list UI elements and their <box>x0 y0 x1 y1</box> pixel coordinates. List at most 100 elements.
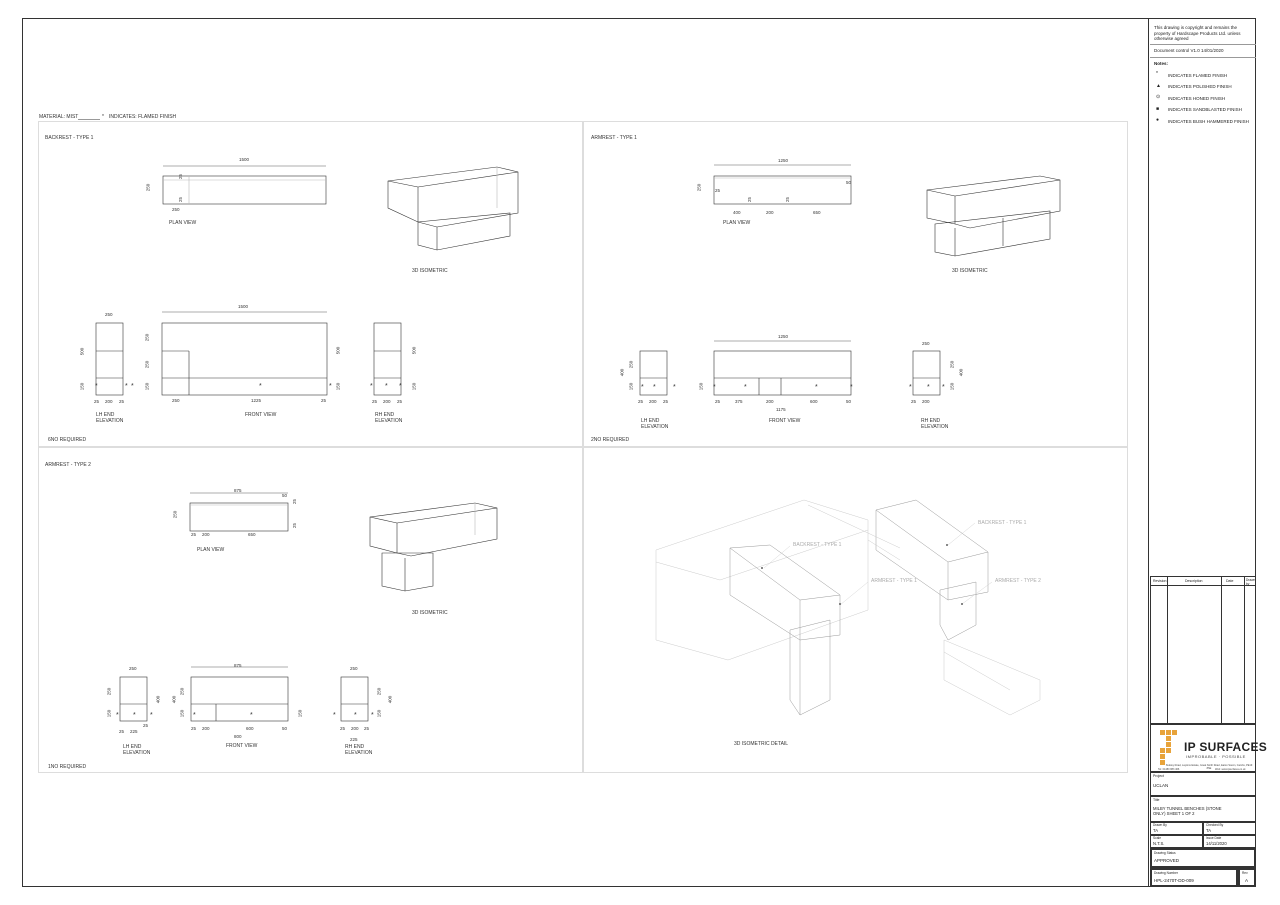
dim: 25 <box>715 399 721 404</box>
note-symbol-icon: ⊙ <box>1156 94 1161 100</box>
dim: 650 <box>248 532 256 537</box>
issue-date-value: 14/11/2020 <box>1206 841 1227 846</box>
dim: 25 <box>397 399 403 404</box>
dim: 150 <box>698 382 704 391</box>
dim: 200 <box>649 399 657 404</box>
note-symbol-icon: * <box>1156 71 1158 77</box>
armrest2-lh-end-label: LH END ELEVATION <box>123 744 151 756</box>
dim: 50 <box>282 493 288 498</box>
title-cell: Title MILBY TUNNEL BENCHES (STONE ONLY) … <box>1150 796 1256 822</box>
dim: 200 <box>766 399 774 404</box>
flamed-asterisk-icon: * <box>259 383 262 390</box>
drawing-status-label: Drawing Status <box>1154 851 1176 855</box>
armrest2-title: ARMREST - TYPE 2 <box>45 462 91 468</box>
armrest2-front-view-label: FRONT VIEW <box>226 743 258 749</box>
note-item: INDICATES FLAMED FINISH <box>1168 72 1228 78</box>
dim: 250 <box>172 510 178 519</box>
dim: 25 <box>292 522 298 529</box>
note-item: INDICATES HONED FINISH <box>1168 95 1226 101</box>
divider <box>1150 57 1256 58</box>
rev-cell: Rev A <box>1238 868 1256 887</box>
dim: 875 <box>234 663 242 668</box>
dim: 50 <box>846 180 852 185</box>
rev-header-description: Description <box>1185 579 1203 583</box>
backrest-lh-end-label: LH END ELEVATION <box>96 412 124 424</box>
flamed-asterisk-icon: * <box>131 383 134 390</box>
dim: 25 <box>911 399 917 404</box>
backrest-title: BACKREST - TYPE 1 <box>45 135 94 141</box>
dim: 400 <box>733 210 741 215</box>
flamed-asterisk-icon: * <box>250 712 253 719</box>
dim: 200 <box>766 210 774 215</box>
iso-detail-title: 3D ISOMETRIC DETAIL <box>734 741 789 747</box>
flamed-asterisk-icon: * <box>909 384 912 391</box>
dim: 25 <box>119 729 125 734</box>
note-item: INDICATES POLISHED FINISH <box>1168 84 1232 89</box>
dim: 500 <box>79 347 85 356</box>
scale-label: Scale <box>1153 836 1161 840</box>
title-block <box>1148 18 1256 887</box>
dim: 1500 <box>239 157 250 162</box>
flamed-asterisk-icon: * <box>641 384 644 391</box>
dim: 200 <box>351 726 359 731</box>
note-symbol-icon: ■ <box>1156 105 1160 112</box>
armrest1-required: 2NO REQUIRED <box>591 437 630 443</box>
flamed-asterisk-icon: * <box>371 712 374 719</box>
flamed-asterisk-icon: * <box>354 712 357 719</box>
dim: 250 <box>105 312 113 317</box>
scale-cell: Scale N.T.S. <box>1150 835 1203 848</box>
dim: 250 <box>172 398 180 403</box>
flamed-asterisk-icon: * <box>95 383 98 390</box>
flamed-asterisk-icon: * <box>927 384 930 391</box>
dim: 200 <box>922 399 930 404</box>
logo-tel: Tel: 01480 883 466 <box>1158 768 1180 771</box>
title-value: MILBY TUNNEL BENCHES (STONE ONLY) SHEET … <box>1153 806 1222 816</box>
dim: 25 <box>119 399 125 404</box>
backrest-iso-label: 3D ISOMETRIC <box>412 268 448 274</box>
project-cell: Project UCLAN <box>1150 772 1256 796</box>
flamed-asterisk-icon: * <box>370 383 373 390</box>
dim: 250 <box>106 687 112 696</box>
flamed-asterisk-icon: * <box>942 384 945 391</box>
dim: 250 <box>179 687 185 696</box>
panel-iso-detail <box>583 447 1128 773</box>
dim: 200 <box>202 532 210 537</box>
issue-date-cell: Issue Date 14/11/2020 <box>1203 835 1256 848</box>
dim: 250 <box>949 360 955 369</box>
callout-backrest-left: BACKREST - TYPE 1 <box>793 542 842 548</box>
rev-value: A <box>1245 878 1249 883</box>
flamed-asterisk-icon: * <box>102 114 104 120</box>
dim: 250 <box>144 360 150 369</box>
backrest-rh-end-label: RH END ELEVATION <box>375 412 403 424</box>
drawing-number-label: Drawing Number <box>1154 871 1178 875</box>
dim: 250 <box>376 687 382 696</box>
dim: 400 <box>171 695 177 704</box>
dim: 500 <box>335 346 341 355</box>
dim: 150 <box>79 382 85 391</box>
armrest1-iso-label: 3D ISOMETRIC <box>952 268 988 274</box>
dim: 150 <box>411 382 417 391</box>
dim: 600 <box>246 726 254 731</box>
dim: 225 <box>350 737 358 742</box>
panel-armrest-type-1 <box>583 121 1128 447</box>
dim: 25 <box>321 398 327 403</box>
dim: 225 <box>130 729 138 734</box>
drawing-status-cell: Drawing Status APPROVED <box>1150 848 1256 868</box>
dim: 25 <box>785 196 791 203</box>
dim: 50 <box>282 726 288 731</box>
dim: 150 <box>297 709 303 718</box>
dim: 25 <box>663 399 669 404</box>
callout-backrest-right: BACKREST - TYPE 1 <box>978 520 1027 526</box>
dim: 150 <box>106 709 112 718</box>
notes-heading: Notes: <box>1154 61 1169 66</box>
armrest1-rh-end-label: RH END ELEVATION <box>921 418 949 430</box>
dim: 400 <box>155 695 161 704</box>
scale-value: N.T.S. <box>1153 841 1165 846</box>
flamed-asterisk-icon: * <box>673 384 676 391</box>
armrest1-front-view-label: FRONT VIEW <box>769 418 801 424</box>
armrest2-rh-end-label: RH END ELEVATION <box>345 744 373 756</box>
panel-backrest <box>38 121 583 447</box>
drawing-number-cell: Drawing Number HPL-2470T-DD-009 <box>1150 868 1238 887</box>
dim: 25 <box>178 173 184 180</box>
